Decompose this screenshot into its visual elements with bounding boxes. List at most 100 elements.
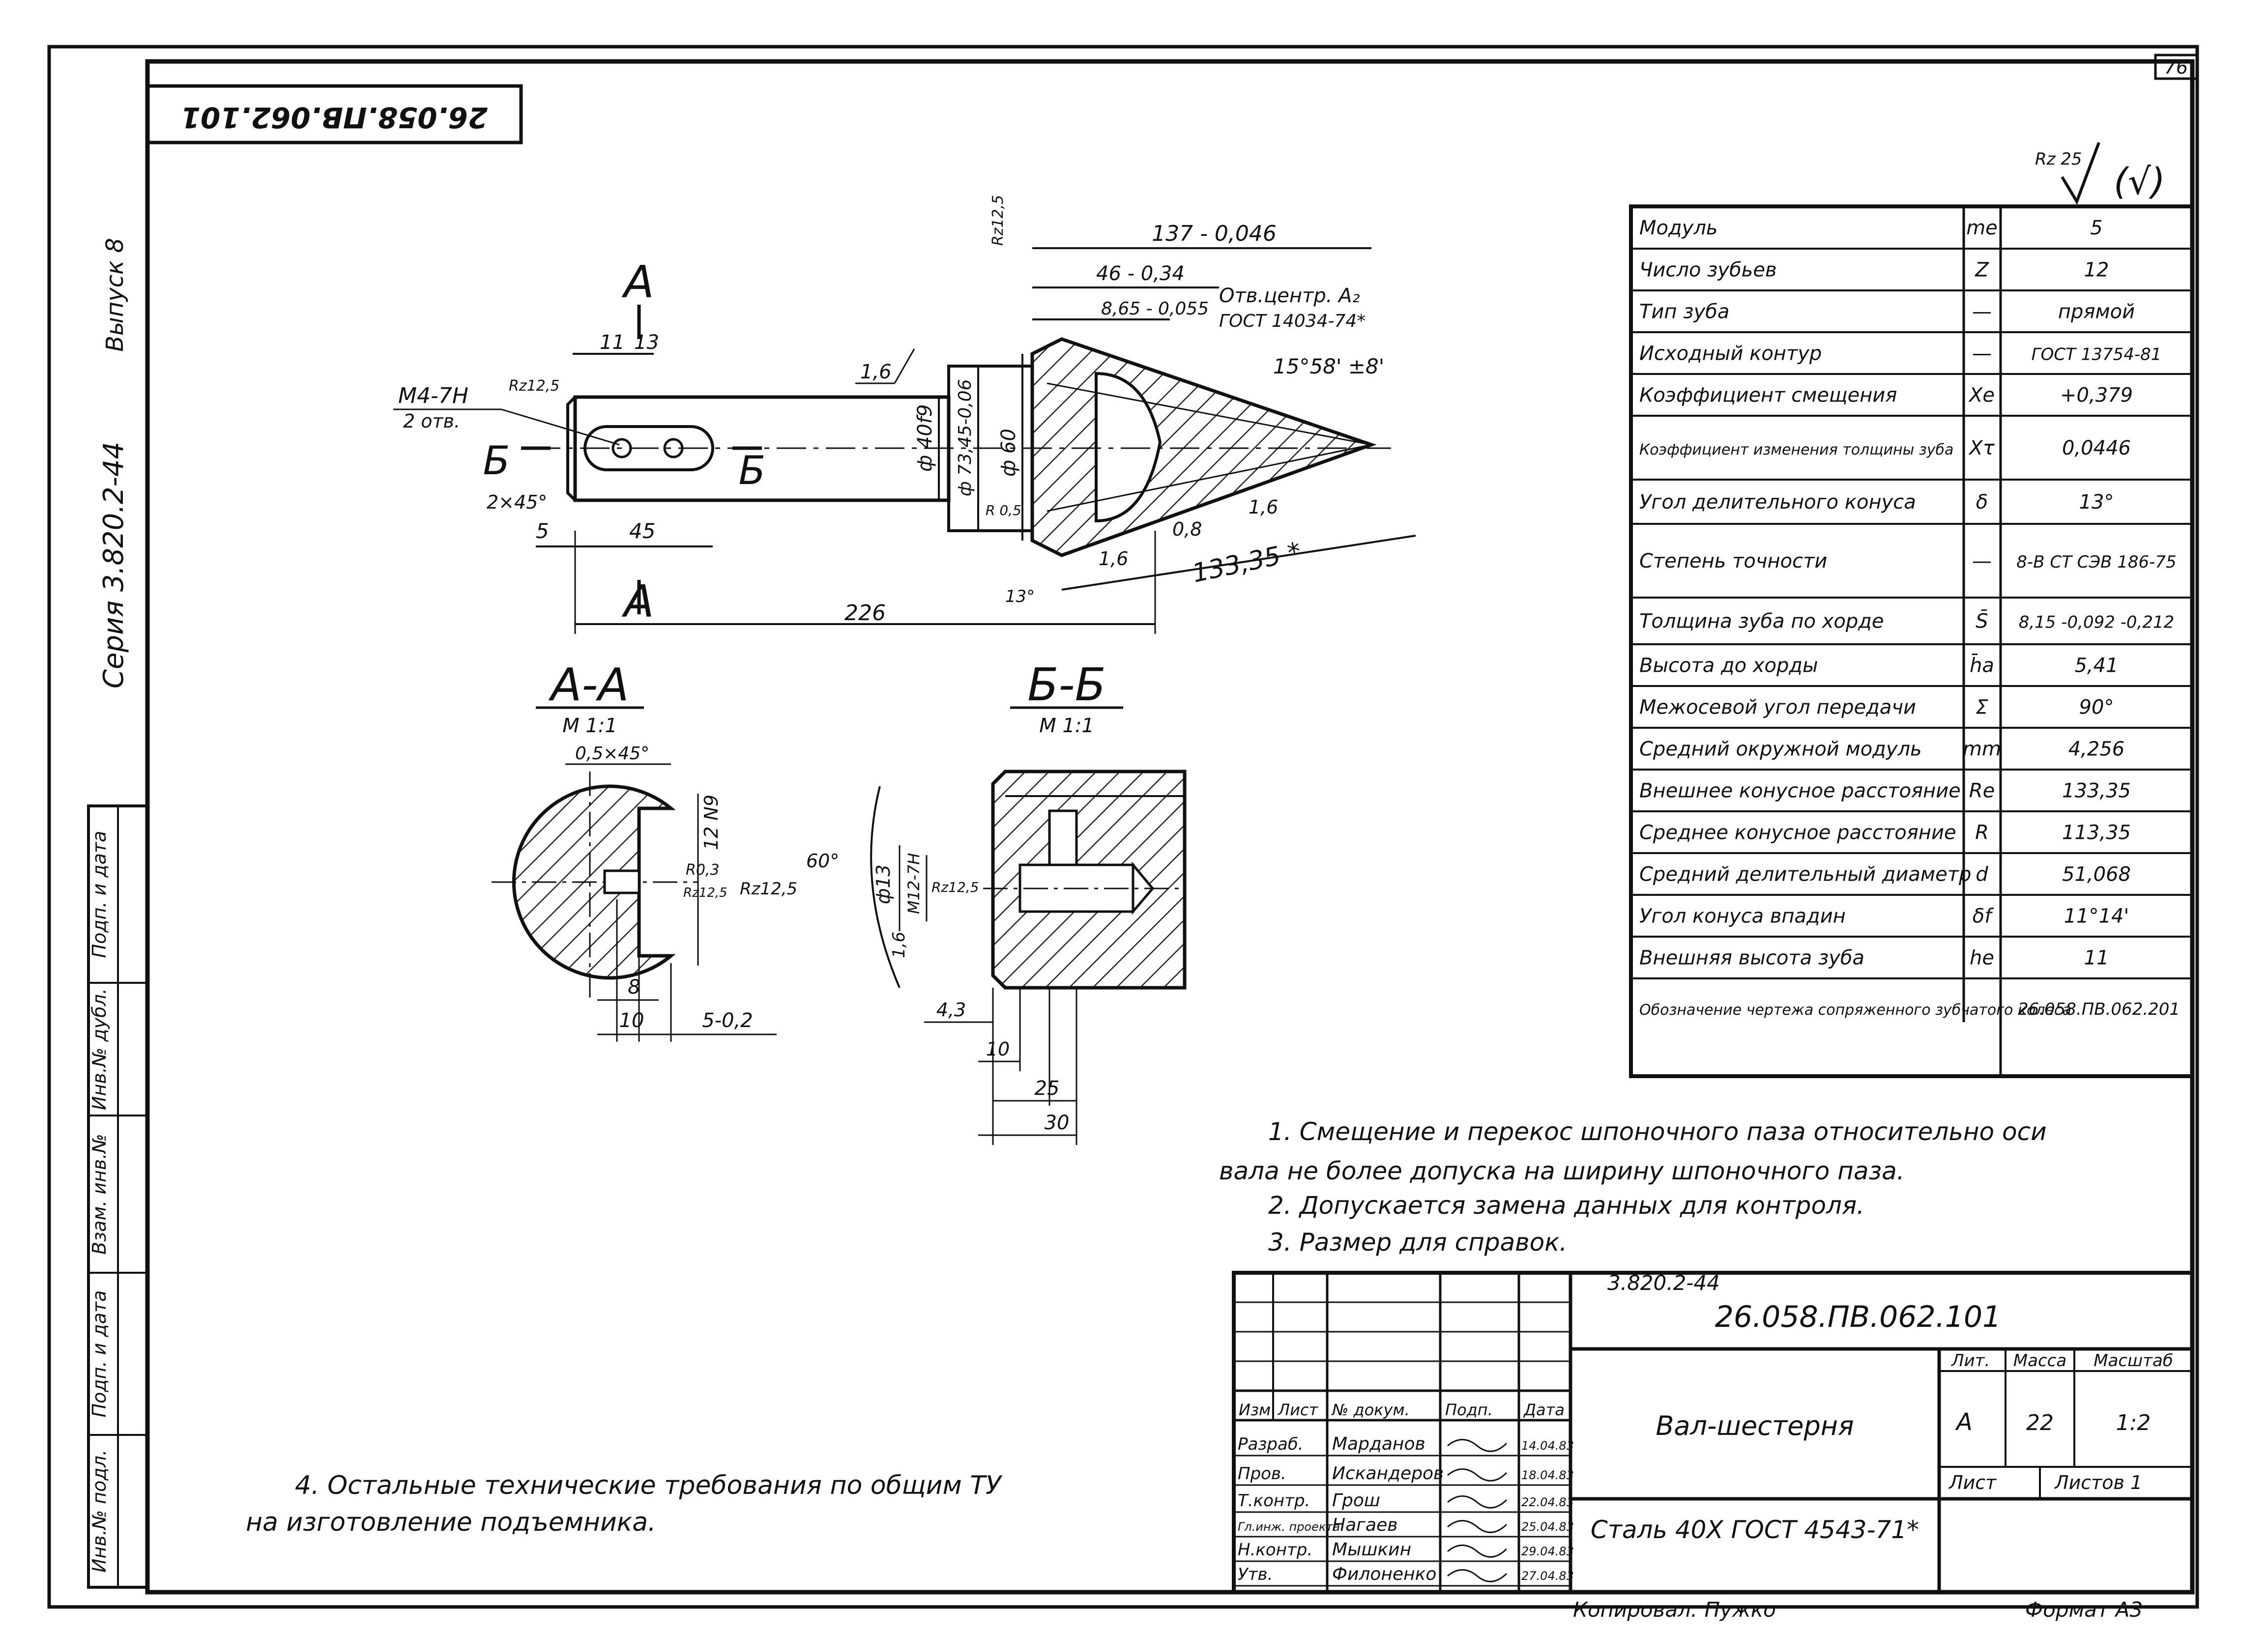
dim-60: ф 60	[997, 429, 1020, 477]
copied-by: Копировал: Пужко	[1573, 1598, 1776, 1622]
param-value: 0,0446	[2062, 437, 2131, 459]
param-row: Тип зуба—прямой	[1639, 301, 2135, 323]
tb-series: 3.820.2-44	[1607, 1271, 1720, 1295]
tb-doc-code: 26.058.ПВ.062.101	[1715, 1300, 2001, 1334]
rotated-doc-code: 26.058.ПВ.062.101	[181, 101, 488, 134]
param-symbol: S̄	[1976, 609, 1988, 632]
aa-n9: 12 N9	[700, 795, 722, 850]
tb-col-podp: Подп.	[1445, 1401, 1493, 1419]
tb-col-izm: Изм	[1239, 1401, 1271, 1419]
dim-chamfer: 2×45°	[487, 491, 547, 513]
param-symbol: Z	[1975, 259, 1989, 282]
stamp-podp-data-2: Подп. и дата	[88, 1290, 110, 1418]
tb-role: Гл.инж. проекта	[1238, 1520, 1340, 1534]
param-value: 13°	[2079, 491, 2114, 514]
param-name: Число зубьев	[1639, 259, 1777, 282]
tb-sheet-label: Лист	[1948, 1472, 1997, 1493]
param-value: 51,068	[2062, 863, 2131, 886]
aa-rz125-outer: Rz12,5	[740, 879, 797, 899]
dim-7345: ф 73,45-0,06	[955, 379, 975, 496]
param-name: Коэффициент смещения	[1639, 384, 1897, 407]
sheet-format: Формат А3	[2025, 1598, 2143, 1622]
param-value: 11	[2084, 947, 2109, 970]
param-name: Внешняя высота зуба	[1639, 947, 1864, 970]
aa-dim-8: 8	[628, 976, 640, 999]
tb-date: 27.04.83	[1521, 1569, 1574, 1583]
dim-865: 8,65 - 0,055	[1101, 299, 1209, 319]
param-value: ГОСТ 13754-81	[2032, 345, 2162, 365]
param-name: Внешнее конусное расстояние	[1639, 780, 1961, 802]
dim-226: 226	[844, 601, 886, 626]
bb-dim-25: 25	[1035, 1077, 1060, 1100]
tb-role: Утв.	[1238, 1565, 1273, 1584]
param-name: Модуль	[1639, 217, 1717, 239]
param-symbol: δf	[1973, 905, 1994, 928]
roughness-check: (√)	[2114, 161, 2165, 203]
rotated-code-box	[145, 84, 523, 144]
param-name: Толщина зуба по хорде	[1639, 610, 1884, 633]
bb-angle-60: 60°	[806, 850, 839, 872]
note-line-1: 1. Смещение и перекос шпоночного паза от…	[1268, 1117, 2047, 1146]
dim-rz125-gear: Rz12,5	[989, 195, 1007, 246]
section-mark-a-top: А	[621, 257, 654, 308]
section-aa-title: А-А	[548, 658, 629, 711]
param-row: Толщина зуба по хорде S̄ 8,15 -0,092 -0,21…	[1639, 609, 2174, 632]
tb-sheets-label: Листов 1	[2054, 1472, 2142, 1493]
section-aa: А-А М 1:1 0,5×45° 12 N9 R0,3 Rz12,5 Rz12…	[492, 658, 797, 1042]
note-4: 4. Остальные технические требования по о…	[246, 1471, 1003, 1537]
param-value: 8-В СТ СЭВ 186-75	[2016, 552, 2176, 572]
param-name: Обозначение чертежа сопряженного зубчато…	[1639, 1001, 2071, 1019]
dim-thread: М4-7Н	[398, 383, 468, 408]
param-symbol: mm	[1963, 738, 2001, 761]
dim-16-shaft: 1,6	[860, 361, 892, 383]
section-mark-b-right: Б	[739, 448, 766, 493]
param-symbol: —	[1972, 343, 1992, 365]
param-value: 5	[2090, 217, 2102, 239]
param-value: 8,15 -0,092 -0,212	[2019, 613, 2175, 632]
page-number: 76	[2164, 57, 2188, 78]
dim-13: 13	[634, 331, 659, 354]
svg-text:Rz 25: Rz 25	[2035, 149, 2082, 169]
section-mark-a-bottom: А	[621, 576, 654, 628]
tb-name: Нагаев	[1332, 1515, 1397, 1535]
dim-13335: 133,35 *	[1190, 537, 1304, 588]
note-line-4: 3. Размер для справок.	[1268, 1228, 1567, 1257]
stamp-inv-podl: Инв.№ подл.	[88, 1450, 110, 1573]
param-symbol: Xτ	[1968, 437, 1995, 459]
dim-45: 45	[629, 519, 655, 543]
tb-name: Искандеров	[1332, 1463, 1444, 1484]
param-value: 11°14'	[2064, 905, 2129, 928]
tb-name: Марданов	[1332, 1434, 1425, 1454]
param-name: Среднее конусное расстояние	[1639, 822, 1956, 844]
note-line-2: вала не более допуска на ширину шпоночно…	[1219, 1157, 1905, 1185]
param-value: прямой	[2058, 301, 2135, 323]
section-bb: Б-Б М 1:1 60° ф13 М12-7Н Rz12,5 1,6 4,3 …	[806, 658, 1187, 1145]
section-bb-scale: М 1:1	[1039, 715, 1094, 737]
seriya-label: Серия 3.820.2-44	[98, 442, 130, 688]
param-row: Степень точности—8-В СТ СЭВ 186-75	[1639, 550, 2177, 572]
signature	[1447, 1545, 1508, 1558]
dim-r05: R 0,5	[986, 502, 1021, 518]
tb-lit-value: А	[1955, 1408, 1973, 1436]
param-symbol: Xe	[1968, 384, 1995, 407]
section-aa-scale: М 1:1	[562, 715, 617, 737]
param-table	[1629, 204, 2194, 1078]
dim-46: 46 - 0,34	[1096, 262, 1185, 285]
signature	[1447, 1468, 1508, 1482]
param-symbol: —	[1972, 301, 1992, 323]
dim-16-cone-high: 1,6	[1249, 496, 1278, 518]
param-row: Обозначение чертежа сопряженного зубчато…	[1639, 1000, 2180, 1019]
stamp-podp-data-1: Подп. и дата	[88, 831, 110, 958]
